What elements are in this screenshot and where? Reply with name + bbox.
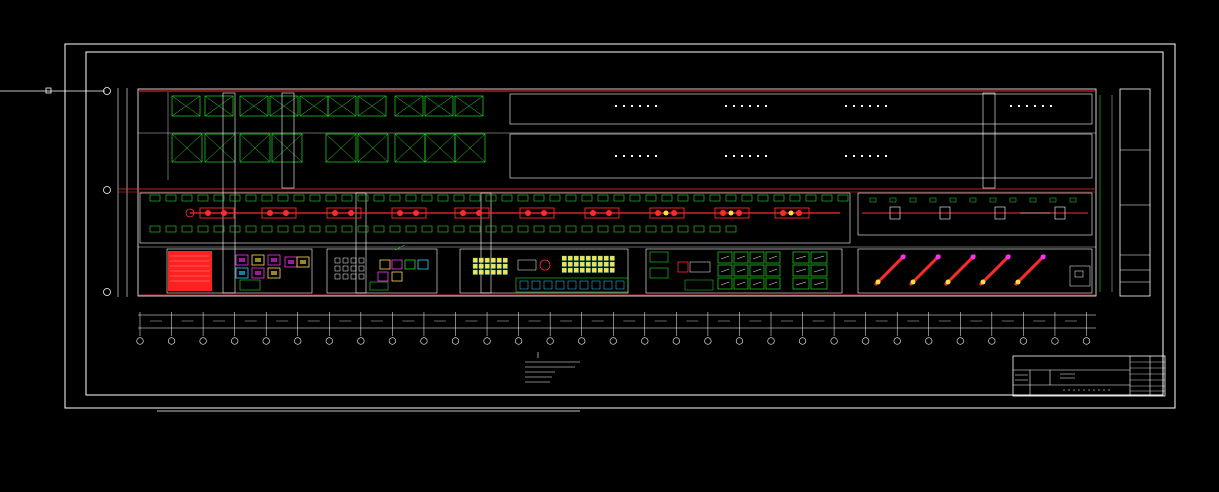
production-line: [139, 192, 1093, 244]
inner-frame: [85, 51, 1164, 396]
bottom-zones: [166, 244, 1093, 294]
circle-marker-icon: [103, 288, 111, 296]
outer-frame: [64, 43, 1176, 409]
title-block: [1012, 355, 1166, 397]
circle-marker-icon: [103, 87, 111, 95]
right-side-column: [1099, 88, 1151, 297]
section-marker-left: [0, 87, 128, 297]
grid-dimension-line: [136, 312, 1096, 345]
upper-storage-area: [167, 92, 486, 180]
building-outline: [118, 88, 1097, 297]
circle-marker-icon: [103, 186, 111, 194]
upper-right-bays: [509, 93, 1093, 179]
notes-block: [525, 352, 580, 383]
